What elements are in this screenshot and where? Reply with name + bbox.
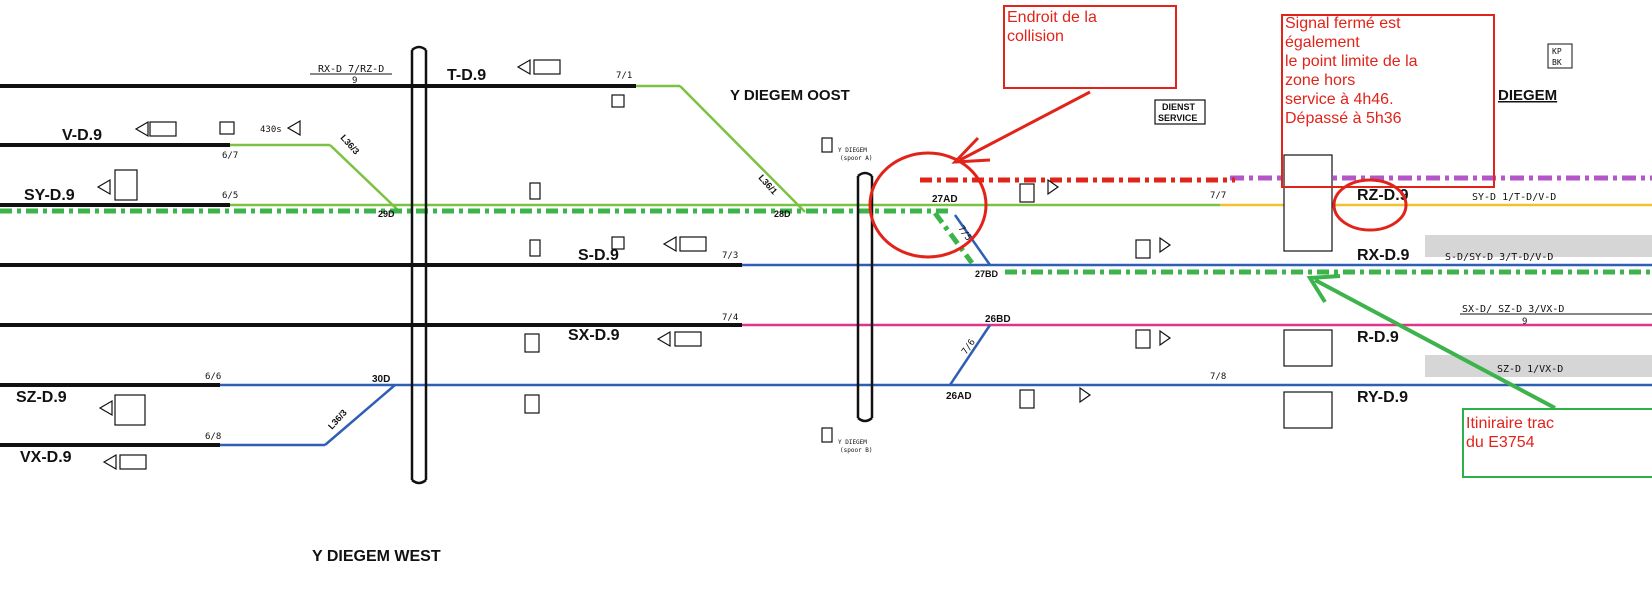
switch-labels: 27AD 26BD 26AD 30D 27BD 28D 29D [372,194,1011,402]
label-syd-td-vd: SY-D 1/T-D/V-D [1472,192,1556,203]
station-west-label: Y DIEGEM WEST [312,548,441,565]
label-sd-syd: S-D/SY-D 3/T-D/V-D [1445,252,1553,263]
label-430s: 430s [260,125,282,135]
spoor-a-label: (spoor A) [840,155,873,162]
spoor-b-label: (spoor B) [840,447,873,454]
signal-heads [96,58,1172,471]
switch-26ad: 26AD [946,391,972,402]
label-p68: 6/8 [205,432,221,442]
label-rxd-rzd: RX-D 7/RZ-D [318,64,384,75]
switch-27ad: 27AD [932,194,958,205]
station-diegem-label: DIEGEM [1498,87,1557,104]
kp-box [1547,43,1573,69]
route-arrow [1306,274,1556,410]
route-dashed [0,208,1652,275]
dienst-service-box [1154,99,1206,125]
signal-syd9: SY-D.9 [24,187,75,204]
signal-rzd9: RZ-D.9 [1357,187,1409,204]
label-p67: 6/7 [222,151,238,161]
red-markers [868,90,1408,259]
switch-28d: 28D [774,209,791,219]
black-tracks [0,84,742,447]
ydiegem-b-label: Y DIEGEM [838,439,867,446]
collision-annotation-box [1003,5,1177,89]
label-p78: 7/8 [1210,372,1226,382]
signal-rxd9: RX-D.9 [1357,247,1410,264]
signal-sxd9: SX-D.9 [568,327,620,344]
label-p71: 7/1 [616,71,632,81]
signal-vxd9: VX-D.9 [20,449,72,466]
label-sxd-szd: SX-D/ SZ-D 3/VX-D [1462,304,1564,315]
label-p65: 6/5 [222,191,238,201]
signal-szd9: SZ-D.9 [16,389,67,406]
switch-26bd: 26BD [985,314,1011,325]
signal-names: T-D.9 V-D.9 SY-D.9 S-D.9 SX-D.9 SZ-D.9 V… [16,67,1410,466]
signal-ryd9: RY-D.9 [1357,389,1408,406]
route-annotation-text: Itiniraire trac du E3754 [1466,415,1555,451]
label-sub9: 9 [1522,317,1527,327]
signal-sd9: S-D.9 [578,247,619,264]
label-szd-vxd: SZ-D 1/VX-D [1497,364,1563,375]
colored-tracks [220,84,1652,447]
label-p66: 6/6 [205,372,221,382]
label-rxd-sub: 9 [352,76,357,86]
label-l36-3: L36/3 [339,133,362,157]
signal-vd9: V-D.9 [62,127,102,144]
label-l36-1: L36/1 [757,173,780,197]
signal-td9: T-D.9 [447,67,486,84]
signal-annotation-text: Signal fermé est également le point limi… [1285,15,1418,127]
switch-27bd: 27BD [975,269,999,279]
ydiegem-a-label: Y DIEGEM [838,147,867,154]
switch-29d: 29D [378,209,395,219]
signal-annotation-box [1281,14,1495,188]
service-label: SERVICE [1158,113,1197,123]
signal-rd9: R-D.9 [1357,329,1399,346]
kp-label: KP [1552,47,1562,56]
route-annotation-box [1462,408,1652,478]
signal-symbols [114,59,1333,470]
label-p77: 7/7 [1210,191,1226,201]
label-p74: 7/4 [722,313,738,323]
dienst-label: DIENST [1162,102,1196,112]
gray-blocks [1425,235,1652,377]
switch-30d: 30D [372,374,390,385]
label-p73: 7/3 [722,251,738,261]
collision-annotation-text: Endroit de la collision [1007,9,1097,45]
station-oost-label: Y DIEGEM OOST [730,87,850,104]
bk-label: BK [1552,58,1562,67]
